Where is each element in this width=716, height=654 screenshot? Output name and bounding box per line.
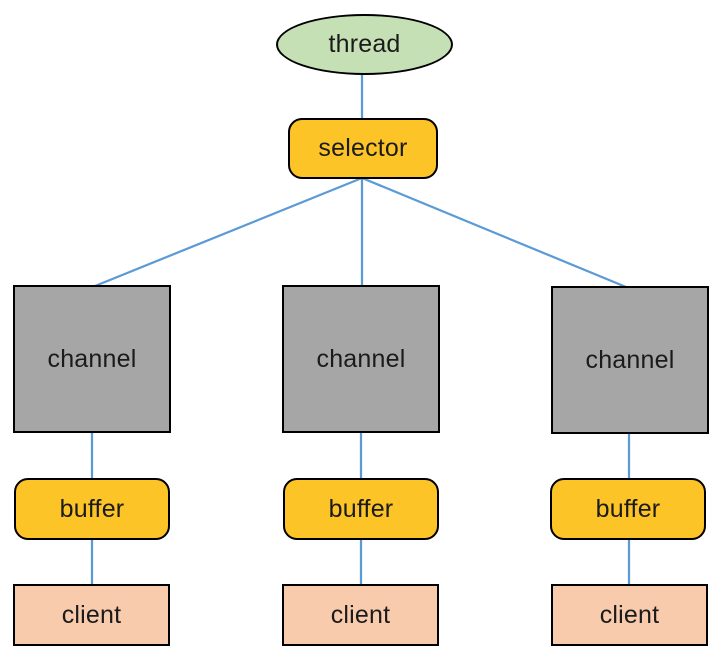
edge-selector-channel1 [94,176,363,288]
node-channel-2: channel [282,285,440,433]
node-channel-2-label: channel [316,344,406,373]
node-buffer-3: buffer [550,478,706,540]
node-thread-label: thread [328,30,401,58]
node-buffer-1: buffer [14,478,170,540]
node-buffer-3-label: buffer [595,494,661,523]
node-buffer-2-label: buffer [328,494,394,523]
node-selector: selector [288,118,438,179]
node-client-2: client [282,584,439,646]
node-client-1-label: client [61,600,122,629]
node-client-3-label: client [599,600,660,629]
node-selector-label: selector [318,134,408,162]
node-channel-1-label: channel [47,344,137,373]
node-channel-3-label: channel [585,345,675,374]
node-channel-1: channel [13,285,171,433]
node-buffer-1-label: buffer [59,494,125,523]
node-client-2-label: client [330,600,391,629]
node-client-3: client [551,584,708,646]
node-client-1: client [13,584,170,646]
node-thread: thread [276,14,453,75]
edge-selector-channel3 [361,176,627,289]
node-buffer-2: buffer [283,478,439,540]
node-channel-3: channel [551,286,709,434]
